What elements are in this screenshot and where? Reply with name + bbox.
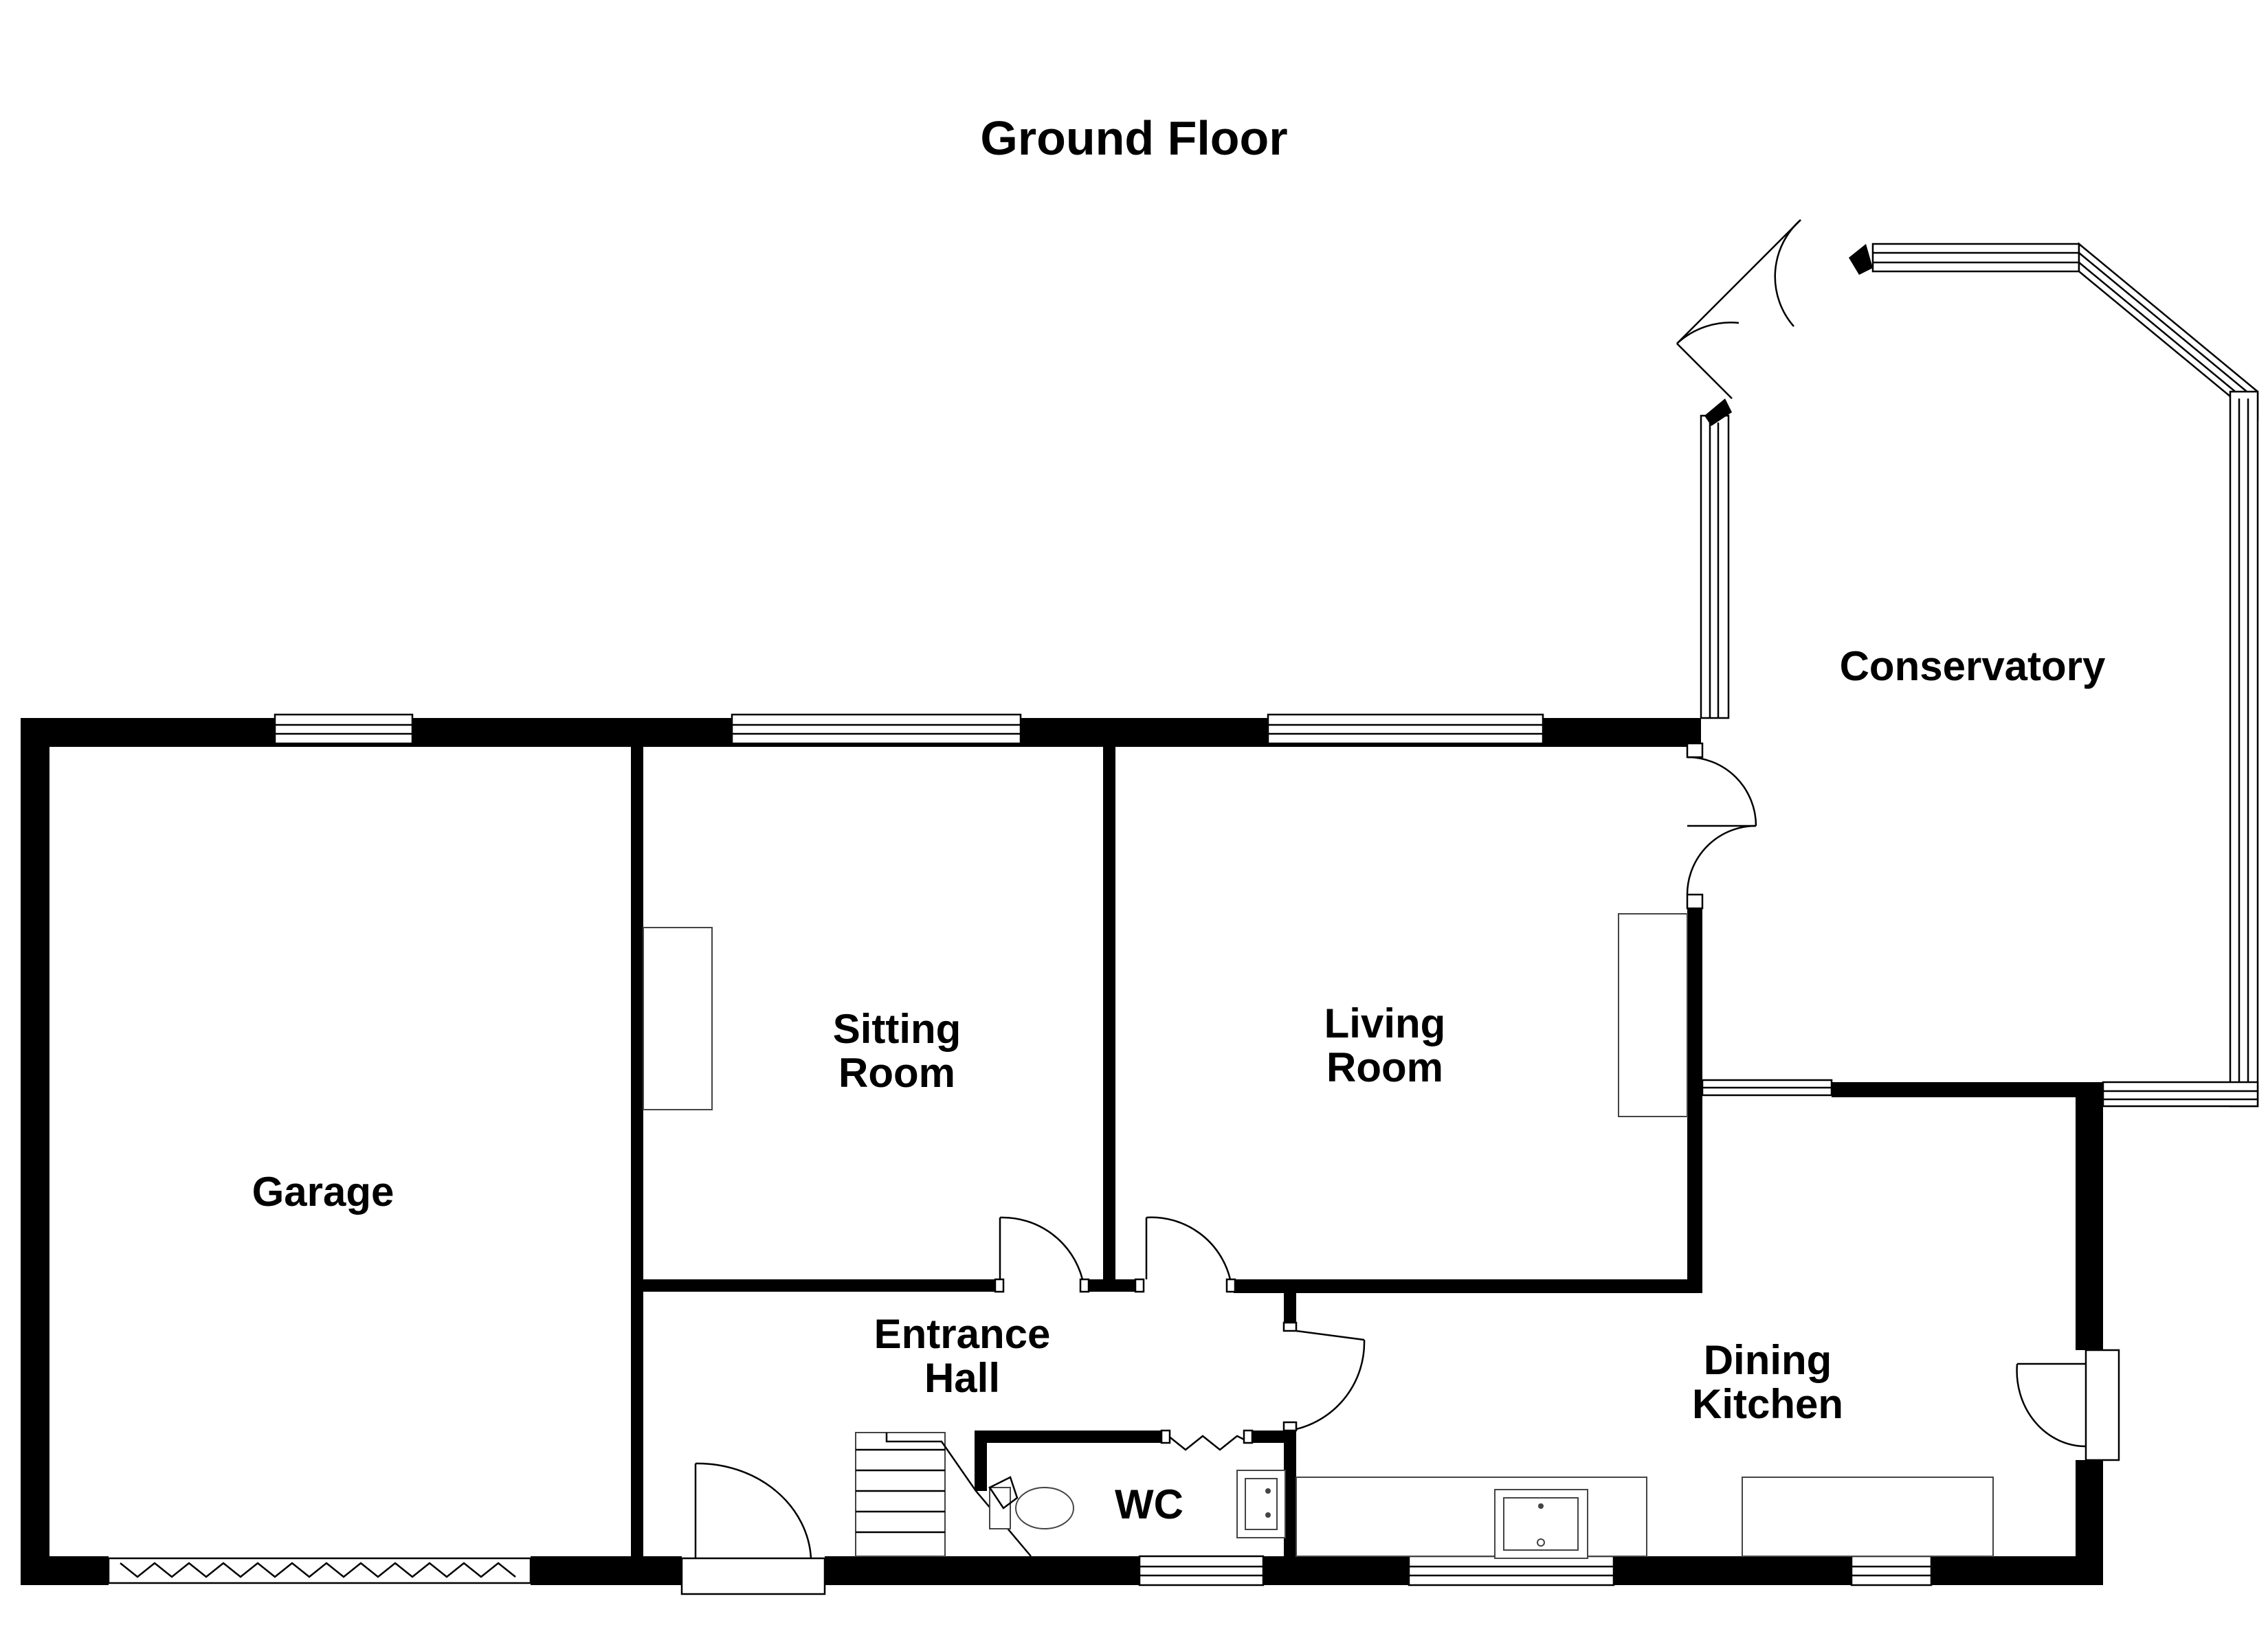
entrance-hall-label-line2: Hall <box>924 1355 1000 1401</box>
front-door <box>680 1462 826 1595</box>
stairs <box>855 1432 1032 1557</box>
wc-window <box>1138 1555 1265 1586</box>
conservatory-label: Conservatory <box>1840 643 2106 689</box>
internal-doors <box>994 742 2087 1451</box>
kitchen-side-door-frame <box>2084 1349 2120 1461</box>
kitchen-window-2 <box>1850 1555 1933 1586</box>
fixtures <box>643 913 1994 1559</box>
dining-kitchen-label-line1: Dining <box>1704 1337 1832 1383</box>
interior-walls <box>631 718 1701 1585</box>
windows <box>274 713 2120 1586</box>
floor-title: Ground Floor <box>980 111 1287 165</box>
conservatory-structure <box>1676 219 2259 1108</box>
garage-window <box>274 713 414 745</box>
sitting-room-label-line2: Room <box>838 1050 955 1096</box>
outer-walls <box>21 718 2103 1585</box>
wc-label: WC <box>1115 1481 1183 1527</box>
garage-label: Garage <box>252 1169 394 1215</box>
sitting-room-label-line1: Sitting <box>833 1006 961 1052</box>
dining-kitchen-label-line2: Kitchen <box>1692 1381 1843 1427</box>
living-room-label-line2: Room <box>1326 1044 1443 1090</box>
entrance-hall-label-line1: Entrance <box>874 1311 1051 1357</box>
sitting-room-window <box>731 713 1022 745</box>
living-room-window <box>1267 713 1544 745</box>
sitting-room-fireplace <box>643 927 713 1110</box>
wc-basin <box>1236 1470 1286 1538</box>
kitchen-units <box>1296 1477 1994 1559</box>
wc-toilet <box>988 1476 1074 1529</box>
labels: Ground Floor Garage Sitting Room Living … <box>252 111 2106 1527</box>
garage-door <box>107 1557 532 1584</box>
kitchen-window-1 <box>1408 1555 1615 1586</box>
living-room-label-line1: Living <box>1324 1000 1446 1046</box>
living-room-fireplace <box>1618 913 1688 1117</box>
